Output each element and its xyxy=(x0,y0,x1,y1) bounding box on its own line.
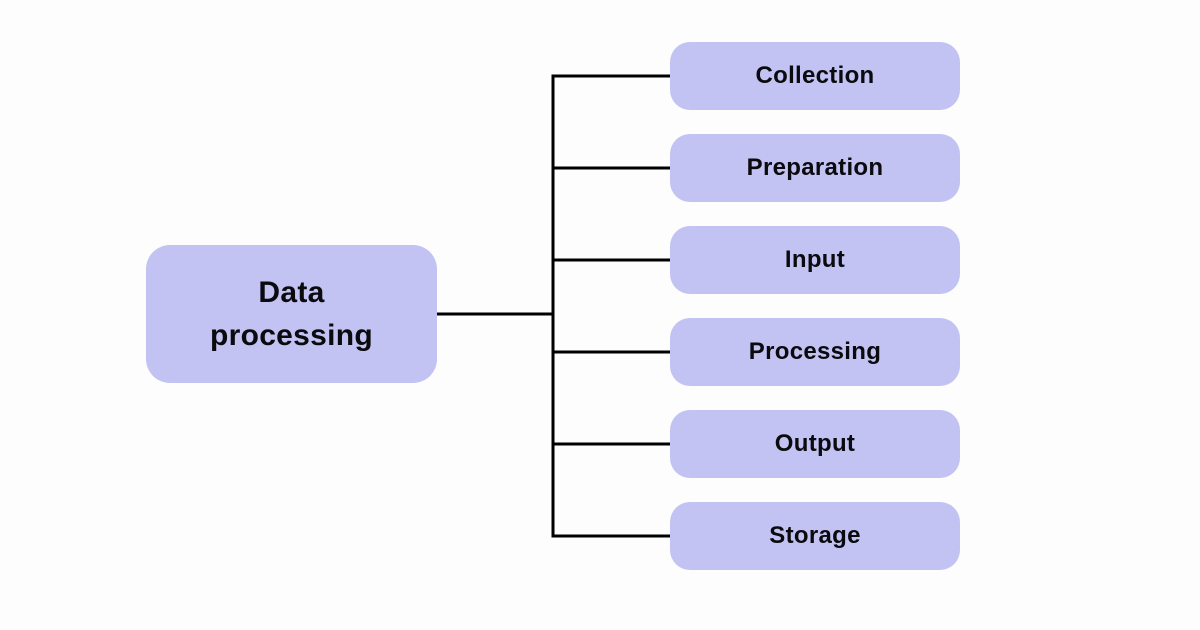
node-processing-label: Processing xyxy=(748,338,882,365)
node-root[interactable]: Data processing xyxy=(146,245,437,383)
node-processing[interactable]: Processing xyxy=(670,318,960,386)
node-collection[interactable]: Collection xyxy=(670,42,960,110)
node-input-label: Input xyxy=(784,246,846,273)
node-output-label: Output xyxy=(774,430,856,457)
node-collection-label: Collection xyxy=(755,62,875,89)
node-preparation-label: Preparation xyxy=(746,154,884,181)
node-preparation[interactable]: Preparation xyxy=(670,134,960,202)
node-input[interactable]: Input xyxy=(670,226,960,294)
node-storage[interactable]: Storage xyxy=(670,502,960,570)
node-output[interactable]: Output xyxy=(670,410,960,478)
node-root-label: Data processing xyxy=(209,275,374,353)
node-storage-label: Storage xyxy=(769,522,861,549)
